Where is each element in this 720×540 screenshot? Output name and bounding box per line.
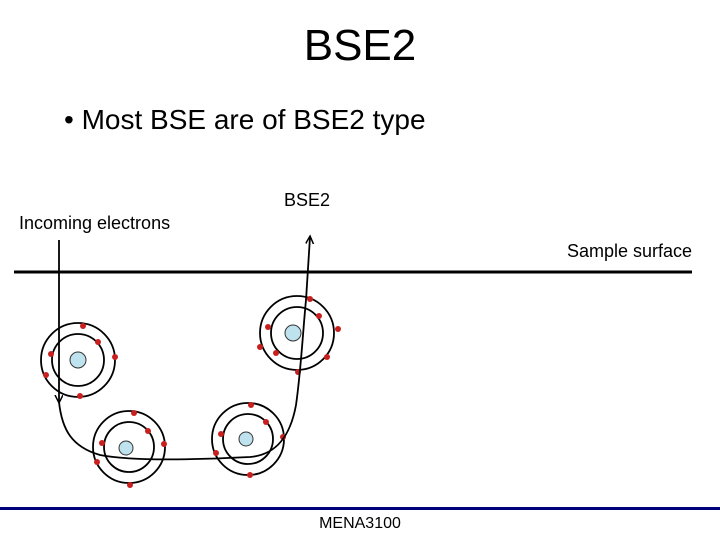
atom: [92, 410, 167, 488]
incoming-electrons-label: Incoming electrons: [19, 213, 171, 233]
nucleus: [69, 351, 87, 369]
electron: [77, 393, 83, 399]
footer-course-code: MENA3100: [319, 515, 401, 532]
electron: [80, 323, 86, 329]
electron: [99, 440, 105, 446]
electron: [316, 313, 322, 319]
nucleus: [118, 440, 134, 456]
electron: [213, 450, 219, 456]
electron: [263, 419, 269, 425]
electron: [112, 354, 118, 360]
bullet-text: • Most BSE are of BSE2 type: [64, 104, 426, 135]
nucleus: [238, 431, 254, 447]
electron: [307, 296, 313, 302]
electron: [324, 354, 330, 360]
electron: [273, 350, 279, 356]
electron: [161, 441, 167, 447]
footer-divider: [0, 507, 720, 510]
atom: [211, 402, 286, 478]
atom: [40, 322, 118, 399]
electron: [335, 326, 341, 332]
bse2-label: BSE2: [284, 190, 331, 210]
electron: [127, 482, 133, 488]
electron: [94, 459, 100, 465]
electron: [145, 428, 151, 434]
electron: [248, 402, 254, 408]
atom: [257, 295, 341, 375]
electron: [247, 472, 253, 478]
electron: [43, 372, 49, 378]
electron: [95, 339, 101, 345]
electron: [48, 351, 54, 357]
electron: [265, 324, 271, 330]
electron: [257, 344, 263, 350]
nucleus: [284, 324, 302, 342]
electron-trajectory: [58, 237, 310, 461]
sample-surface-label: Sample surface: [566, 241, 692, 261]
electron: [218, 431, 224, 437]
electron: [131, 410, 137, 416]
slide-title: BSE2: [303, 21, 417, 70]
